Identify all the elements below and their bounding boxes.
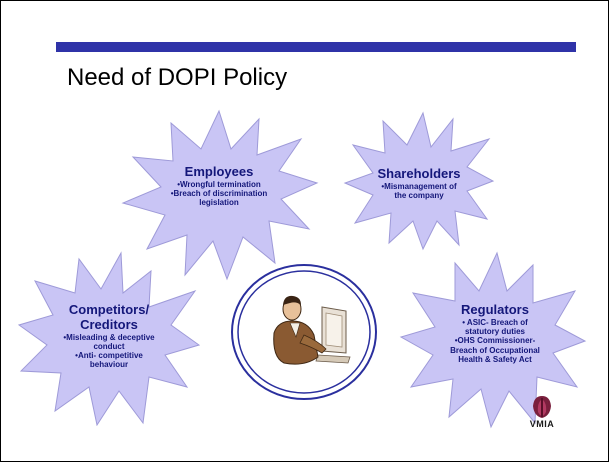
competitors-line-2: conduct [93,342,125,352]
competitors-burst: Competitors/ Creditors •Misleading & dec… [17,251,201,426]
regulators-line-1: • ASIC- Breach of [462,317,528,327]
vmia-logo-icon [533,396,551,418]
starburst-shape [343,111,495,251]
regulators-line-3: •OHS Commissioner- [454,336,536,346]
title-accent-bar [56,42,576,52]
starburst-shape [17,251,201,426]
starburst-shape [399,251,587,429]
employees-line-2: •Breach of discrimination [170,189,268,199]
regulators-line-5: Health & Safety Act [458,354,532,364]
regulators-burst: Regulators • ASIC- Breach of statutory d… [399,251,587,429]
shareholders-line-2: the company [394,191,444,201]
employees-heading: Employees [184,164,254,179]
regulators-line-2: statutory duties [464,327,525,337]
center-ellipse [230,263,378,401]
regulators-heading: Regulators [461,302,529,317]
shareholders-line-1: •Mismanagement of [381,181,457,191]
competitors-heading-2: Creditors [80,316,138,332]
employees-line-1: •Wrongful termination [177,179,261,189]
regulators-line-4: Breach of Occupational [450,345,540,355]
vmia-logo-text: VMIA [529,419,555,429]
slide-title: Need of DOPI Policy [67,64,288,91]
employees-burst: Employees •Wrongful termination •Breach … [119,109,319,281]
person-computer-icon [231,264,377,400]
shareholders-burst: Shareholders •Mismanagement of the compa… [343,111,495,251]
shareholders-heading: Shareholders [377,166,461,181]
starburst-shape [121,109,319,281]
competitors-line-1: •Misleading & deceptive [63,332,155,342]
employees-line-3: legislation [199,198,239,208]
competitors-line-4: behaviour [89,360,129,370]
vmia-logo: VMIA [522,394,562,434]
competitors-heading-1: Competitors/ [68,302,150,317]
competitors-line-3: •Anti- competitive [75,351,143,361]
